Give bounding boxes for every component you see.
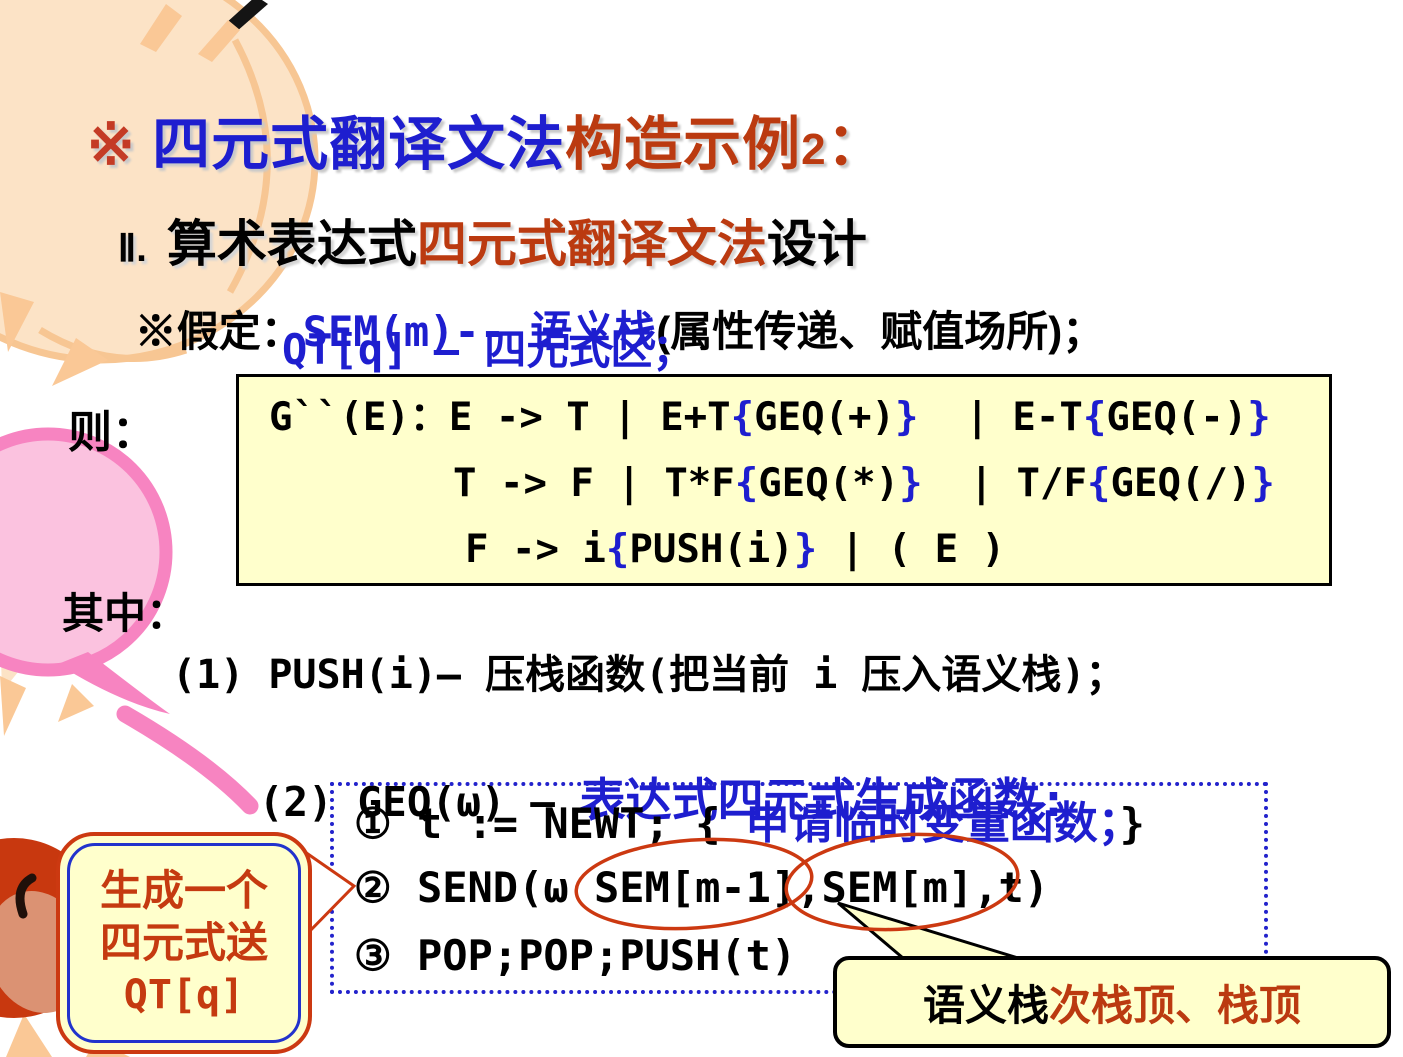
apple-stem-shape <box>15 873 37 919</box>
subtitle-black1: 算术表达式 <box>166 216 417 272</box>
sun-ray-shape <box>0 292 34 352</box>
subtitle-black2: 设计 <box>766 216 867 272</box>
callout-stack-top: 语义栈次栈顶、栈顶 <box>833 956 1391 1048</box>
sem-stack-code: SEM(m)-- <box>302 307 531 356</box>
step-2: ② SEND(ω SEM[m-1],SEM[m],t) <box>354 863 1050 912</box>
grammar-rules-panel: G``(E)：E -> T | E+T{GEQ(+)} | E-T{GEQ(-)… <box>236 374 1332 586</box>
grammar-line-1: G``(E)：E -> T | E+T{GEQ(+)} | E-T{GEQ(-)… <box>269 395 1271 440</box>
sun-ray-shape <box>6 1014 52 1057</box>
peach-balloon-fold2-shape <box>38 327 188 362</box>
title-blue-part: 四元式翻译文法 <box>152 112 566 177</box>
step-1: ① t := NEWT; { 申请临时变量函数；} <box>354 798 1145 849</box>
callout-left-line1: 生成一个 <box>99 867 268 914</box>
pink-swoosh-shape <box>116 705 259 815</box>
grammar-line-2: T -> F | T*F{GEQ(*)} | T/F{GEQ(/)} <box>453 461 1275 506</box>
callout-left-line3: QT[q] <box>123 972 245 1018</box>
title-bullet: ※ <box>86 112 137 177</box>
step-3: ③ POP;POP;PUSH(t) <box>354 931 797 980</box>
sun-ray-shape <box>58 684 94 722</box>
callout-right-red: 次栈顶、栈顶 <box>1049 981 1302 1029</box>
step-1-note: 申请临时变量函数； <box>745 798 1120 849</box>
sun-ray-shape <box>52 338 108 386</box>
black-slash-shape <box>225 0 268 32</box>
definition-push: (1) PUSH(i)– 压栈函数(把当前 i 压入语义栈)； <box>172 652 1126 698</box>
semantic-stack-term: 语义栈 <box>530 308 657 355</box>
where-label: 其中： <box>62 590 189 637</box>
assumption-note: (属性传递、赋值场所)； <box>656 308 1105 355</box>
assumption-label: ※假定： <box>134 308 303 355</box>
subtitle: Ⅱ. 算术表达式四元式翻译文法设计 <box>62 146 867 334</box>
title-red-part: 构造示例 <box>565 112 802 177</box>
assumption-line-2: QT[q] – 四元式区； <box>282 325 695 374</box>
assumption-line-1: ※假定：SEM(m)-- 语义栈(属性传递、赋值场所)； <box>88 250 1105 407</box>
geq-label: (2) GEQ(ω) – <box>258 778 580 826</box>
pink-balloon-shape <box>0 427 173 677</box>
callout-right-black: 语义栈 <box>922 981 1049 1029</box>
sun-ray-shape <box>140 4 182 52</box>
grammar-line-3: F -> i{PUSH(i)} | ( E ) <box>465 527 1006 572</box>
sun-ray-shape <box>198 20 240 62</box>
pink-balloon-tail-shape <box>58 652 170 714</box>
callout-generate-quad-inner: 生成一个 四元式送 QT[q] <box>67 843 301 1043</box>
then-label: 则： <box>68 408 156 457</box>
callout-generate-quad: 生成一个 四元式送 QT[q] <box>56 832 312 1054</box>
subtitle-red: 四元式翻译文法 <box>416 216 767 272</box>
title-colon: ： <box>826 112 886 177</box>
page-title: ※四元式翻译文法构造示例2： <box>18 30 886 248</box>
title-number: 2 <box>801 125 827 174</box>
subtitle-index: Ⅱ. <box>117 228 147 270</box>
callout-left-line2: 四元式送 <box>99 919 268 966</box>
sun-ray-shape <box>0 676 26 736</box>
peach-balloon-fold-shape <box>226 38 271 294</box>
